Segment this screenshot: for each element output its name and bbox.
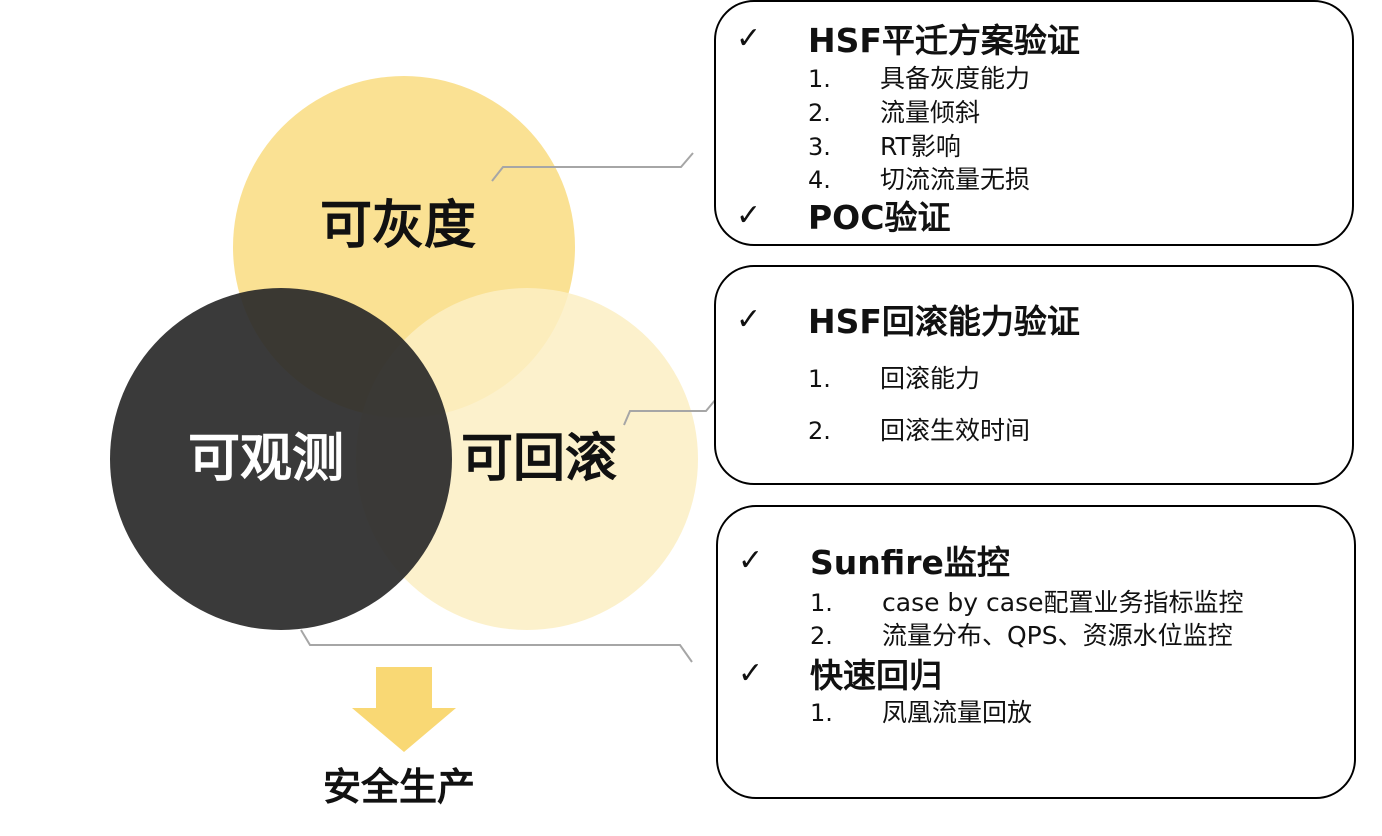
item-number: 1. bbox=[808, 65, 831, 93]
item-number: 3. bbox=[808, 133, 831, 161]
arrow-down-icon bbox=[352, 667, 456, 752]
check-icon: ✓ bbox=[736, 302, 762, 337]
list-item: 具备灰度能力 bbox=[880, 64, 1031, 93]
item-number: 1. bbox=[808, 365, 831, 393]
circle-observe bbox=[110, 288, 452, 630]
list-item: 切流流量无损 bbox=[880, 165, 1031, 194]
result-label: 安全生产 bbox=[323, 765, 476, 809]
label-observe: 可观测 bbox=[188, 429, 345, 489]
list-item: case by case配置业务指标监控 bbox=[882, 588, 1244, 617]
section-title: 快速回归 bbox=[810, 656, 942, 695]
list-item: 流量倾斜 bbox=[880, 98, 981, 127]
circle-rollback bbox=[356, 288, 698, 630]
section-title: POC验证 bbox=[808, 198, 951, 237]
list-item: 回滚能力 bbox=[880, 364, 981, 393]
check-icon: ✓ bbox=[736, 21, 762, 56]
label-rollback: 可回滚 bbox=[461, 429, 618, 489]
list-item: 流量分布、QPS、资源水位监控 bbox=[882, 621, 1233, 650]
item-number: 2. bbox=[808, 417, 831, 445]
list-item: RT影响 bbox=[880, 132, 961, 161]
check-icon: ✓ bbox=[738, 656, 764, 691]
box-rollback-verification: ✓ HSF回滚能力验证 1. 回滚能力 2. 回滚生效时间 bbox=[714, 265, 1354, 485]
section-title: Sunfire监控 bbox=[810, 543, 1010, 582]
list-item: 回滚生效时间 bbox=[880, 416, 1031, 445]
check-icon: ✓ bbox=[736, 198, 762, 233]
item-number: 2. bbox=[808, 99, 831, 127]
connector-line-bottom bbox=[300, 629, 693, 663]
list-item: 凤凰流量回放 bbox=[882, 698, 1033, 727]
label-gray: 可灰度 bbox=[320, 196, 477, 256]
item-number: 4. bbox=[808, 166, 831, 194]
section-title: HSF回滚能力验证 bbox=[808, 302, 1080, 341]
item-number: 1. bbox=[810, 589, 833, 617]
connector-line-top bbox=[491, 152, 694, 182]
check-icon: ✓ bbox=[738, 543, 764, 578]
section-title: HSF平迁方案验证 bbox=[808, 21, 1080, 60]
item-number: 1. bbox=[810, 699, 833, 727]
item-number: 2. bbox=[810, 622, 833, 650]
box-monitoring: ✓ Sunfire监控 1. case by case配置业务指标监控 2. 流… bbox=[716, 505, 1356, 799]
box-gray-verification: ✓ HSF平迁方案验证 1. 具备灰度能力 2. 流量倾斜 3. RT影响 4.… bbox=[714, 0, 1354, 246]
connector-line-middle bbox=[623, 398, 717, 426]
